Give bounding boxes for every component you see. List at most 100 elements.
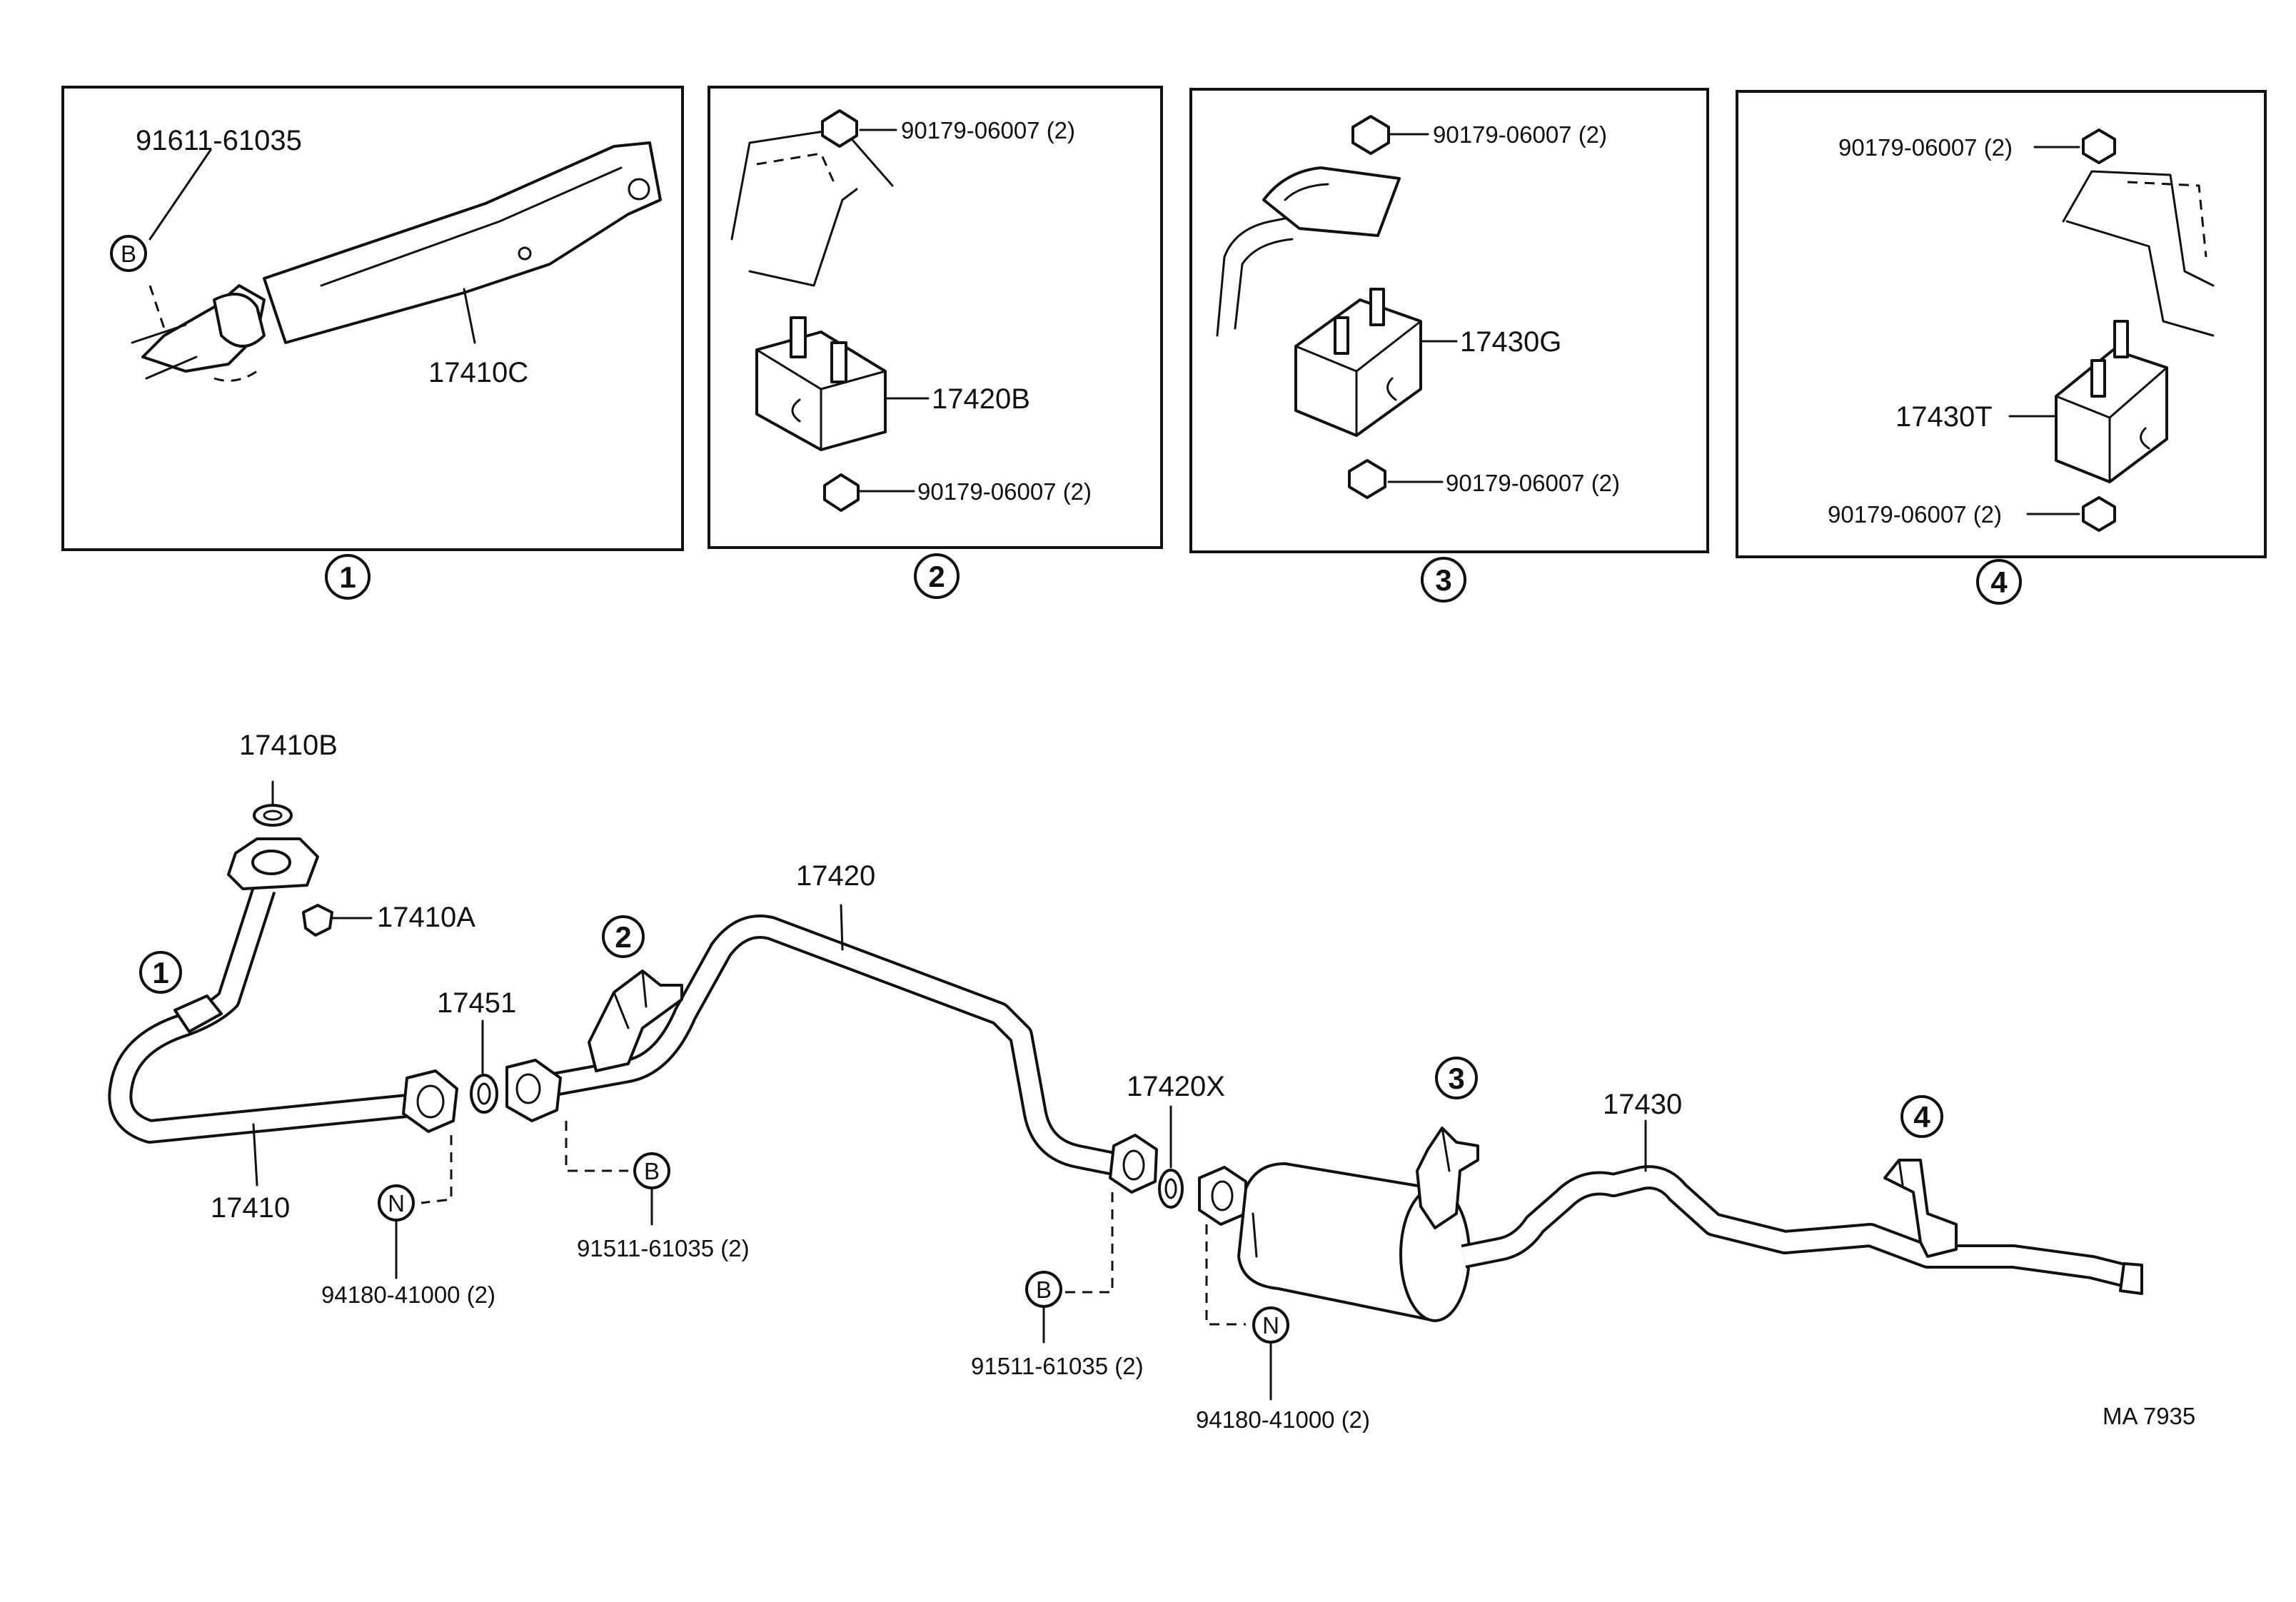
inset-2-mount-edges: [755, 348, 887, 451]
callout-3-label: 3: [1448, 1062, 1464, 1095]
nut-n-1-hidden-line: [421, 1135, 453, 1204]
callout-4-label: 4: [1913, 1100, 1930, 1134]
muffler-front-flange: [1198, 1166, 1247, 1226]
gasket-mid-label: 17451: [437, 987, 516, 1019]
front-pipe-leader: [252, 1123, 258, 1187]
callout-3: [1435, 1057, 1478, 1099]
inset-3-part-label: 17430G: [1460, 326, 1561, 358]
center-pipe-rear-flange: [1109, 1134, 1158, 1194]
marker-b-2-text: B: [1036, 1276, 1052, 1303]
inset-1-part-leader: [463, 288, 476, 344]
inset-2-mount-mark: [791, 398, 801, 423]
inset-3-stud-1: [1334, 316, 1349, 355]
inset-3-mount-mark: [1386, 377, 1397, 401]
inset-4-frame: [1736, 90, 2267, 558]
hanger-bracket-2: [588, 969, 683, 1072]
center-pipe-rear-port: [1122, 1149, 1145, 1181]
front-pipe-label: 17410: [211, 1192, 290, 1224]
center-pipe-label: 17420: [796, 860, 875, 892]
inset-3-frame: [1189, 88, 1709, 553]
diagram-code: MA 7935: [2103, 1403, 2195, 1429]
tail-pipe-label: 17430: [1603, 1089, 1682, 1120]
hanger-bracket-2-edges: [613, 969, 648, 1029]
inset-4-mount-mark: [2140, 427, 2150, 450]
inset-3-mount-edges: [1294, 320, 1422, 437]
center-pipe-fill: [548, 917, 1116, 1173]
muffler-front-port: [1211, 1180, 1234, 1211]
inset-2-top-nut: [821, 109, 858, 148]
inset-1-collar: [213, 293, 266, 348]
inset-4-stud-2: [2113, 320, 2129, 358]
gasket-mid-hole: [477, 1082, 491, 1105]
inset-3-bracket-plate: [1262, 166, 1401, 237]
inset-4-bottom-nut: [2082, 496, 2116, 532]
front-pipe-rear-flange: [402, 1069, 458, 1133]
inset-2-circle: [914, 553, 960, 599]
inset-1-hole: [518, 246, 532, 261]
inset-2-frame: [708, 86, 1163, 549]
front-pipe-fill: [111, 886, 416, 1141]
gasket-top-label: 17410B: [239, 730, 338, 761]
inset-1-stud-leader: [148, 148, 212, 241]
inset-1-marker-b-text: B: [121, 241, 136, 267]
gasket-rear: [1158, 1169, 1184, 1209]
inset-4-circle-label: 4: [1990, 565, 2008, 599]
nut-n-1-label: 94180-41000 (2): [321, 1281, 495, 1308]
inset-1-hidden-lines: [148, 285, 258, 382]
inset-3-top-nut: [1351, 115, 1390, 155]
inset-1-bolt-hole: [628, 178, 650, 201]
inset-2-bracket-outline: [730, 127, 894, 241]
inset-3-bracket-arm-2: [1234, 238, 1294, 330]
marker-b-1-text: B: [644, 1158, 660, 1184]
inset-1-part-label: 17410C: [428, 357, 528, 388]
tail-pipe-fill: [1461, 1168, 2138, 1287]
inset-3-circle: [1421, 557, 1466, 603]
inset-1: B 91611-61035 17410C: [61, 86, 684, 551]
callout-1-label: 1: [152, 956, 168, 989]
gasket-rear-label: 17420X: [1127, 1071, 1225, 1102]
inset-2-circle-label: 2: [928, 560, 945, 593]
callout-2: [602, 915, 645, 958]
inset-2-bottom-nut-label: 90179-06007 (2): [917, 478, 1092, 505]
inset-4: 90179-06007 (2) 17430T 90179-06007 (2): [1736, 90, 2267, 558]
inset-1-circle-label: 1: [339, 560, 356, 594]
inset-2-top-nut-label: 90179-06007 (2): [901, 117, 1075, 143]
gasket-top-hole: [263, 810, 283, 821]
inset-4-bracket-outline: [2062, 170, 2215, 287]
inset-3-circle-label: 3: [1435, 563, 1451, 597]
hanger-bracket-4-edge: [1898, 1159, 1904, 1187]
muffler-body: [1237, 1162, 1436, 1322]
inset-4-bracket-hidden: [2127, 181, 2207, 258]
marker-n-2-text: N: [1262, 1312, 1279, 1339]
inset-1-marker-b: [110, 235, 147, 272]
inset-1-studs: [131, 323, 198, 380]
inset-4-stud-1: [2090, 359, 2106, 398]
gasket-top: [253, 804, 293, 827]
callout-4: [1900, 1095, 1943, 1138]
gasket-rear-hole: [1164, 1178, 1177, 1199]
front-pipe-clamp: [173, 994, 223, 1033]
inset-4-mount-edges: [2055, 366, 2168, 483]
bolt-b-2-hidden-line: [1064, 1192, 1114, 1294]
front-pipe-port: [251, 850, 291, 875]
inset-3: 90179-06007 (2) 17430G 90179-06007 (2): [1189, 88, 1709, 553]
tail-pipe-end: [2119, 1262, 2143, 1295]
exhaust-assembly: 17410B 17410A 1 17410 17451 N 94180-4100…: [108, 730, 2143, 1433]
center-pipe-front-port: [515, 1073, 541, 1104]
bolt-b-1-label: 91511-61035 (2): [577, 1235, 750, 1261]
inset-3-mount-body: [1294, 298, 1422, 437]
inset-2: 90179-06007 (2) 17420B 90179-06007 (2): [708, 86, 1163, 549]
callout-1: [139, 951, 182, 994]
inset-4-top-nut: [2082, 129, 2116, 164]
nut-17410a-label: 17410A: [377, 902, 475, 933]
inset-1-stud-label: 91611-61035: [136, 125, 302, 156]
front-pipe-outline: [108, 885, 416, 1144]
nut-n-2-label: 94180-41000 (2): [1196, 1406, 1370, 1433]
inset-2-part-label: 17420B: [932, 383, 1030, 415]
bolt-b-2-label: 91511-61035 (2): [971, 1353, 1144, 1379]
inset-3-bracket-arm-1: [1216, 213, 1308, 337]
front-pipe-rear-port: [416, 1084, 445, 1119]
inset-1-circle: [325, 554, 371, 600]
inset-4-top-nut-label: 90179-06007 (2): [1838, 134, 2013, 161]
inset-3-bottom-nut: [1348, 459, 1386, 499]
